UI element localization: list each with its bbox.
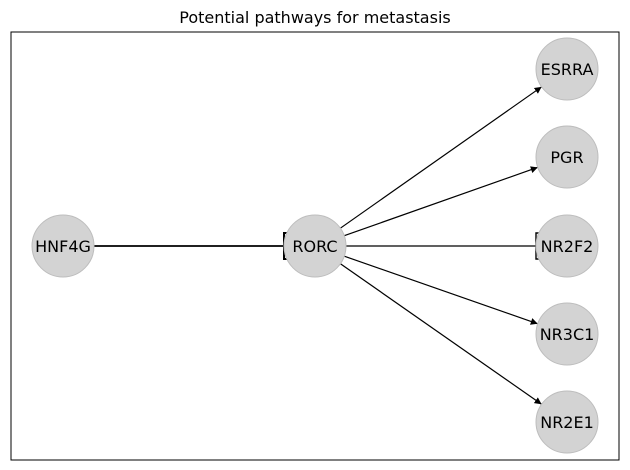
node-circle <box>535 37 599 101</box>
diagram-title: Potential pathways for metastasis <box>179 8 450 27</box>
node-label: PGR <box>550 148 583 167</box>
node-circle <box>535 302 599 366</box>
node-label: HNF4G <box>35 237 91 256</box>
edge-rorc-nr3c1 <box>344 255 538 325</box>
node-label: RORC <box>292 237 337 256</box>
edges-layer <box>94 86 542 405</box>
edge-rorc-pgr <box>344 166 538 237</box>
node-circle <box>535 390 599 454</box>
plot-frame <box>10 31 620 461</box>
node-nr3c1: NR3C1 <box>535 302 599 366</box>
node-label: NR2F2 <box>541 237 594 256</box>
node-circle <box>535 125 599 189</box>
node-hnf4g: HNF4G <box>31 214 95 278</box>
edge-rorc-nr2e1 <box>340 263 542 405</box>
node-label: NR3C1 <box>540 325 595 344</box>
node-nr2f2: NR2F2 <box>535 214 599 278</box>
edge-rorc-esrra <box>340 86 542 229</box>
node-circle <box>283 214 347 278</box>
node-pgr: PGR <box>535 125 599 189</box>
node-rorc: RORC <box>283 214 347 278</box>
node-nr2e1: NR2E1 <box>535 390 599 454</box>
node-circle <box>535 214 599 278</box>
node-esrra: ESRRA <box>535 37 599 101</box>
node-label: NR2E1 <box>540 413 594 432</box>
node-circle <box>31 214 95 278</box>
node-label: ESRRA <box>541 60 594 79</box>
